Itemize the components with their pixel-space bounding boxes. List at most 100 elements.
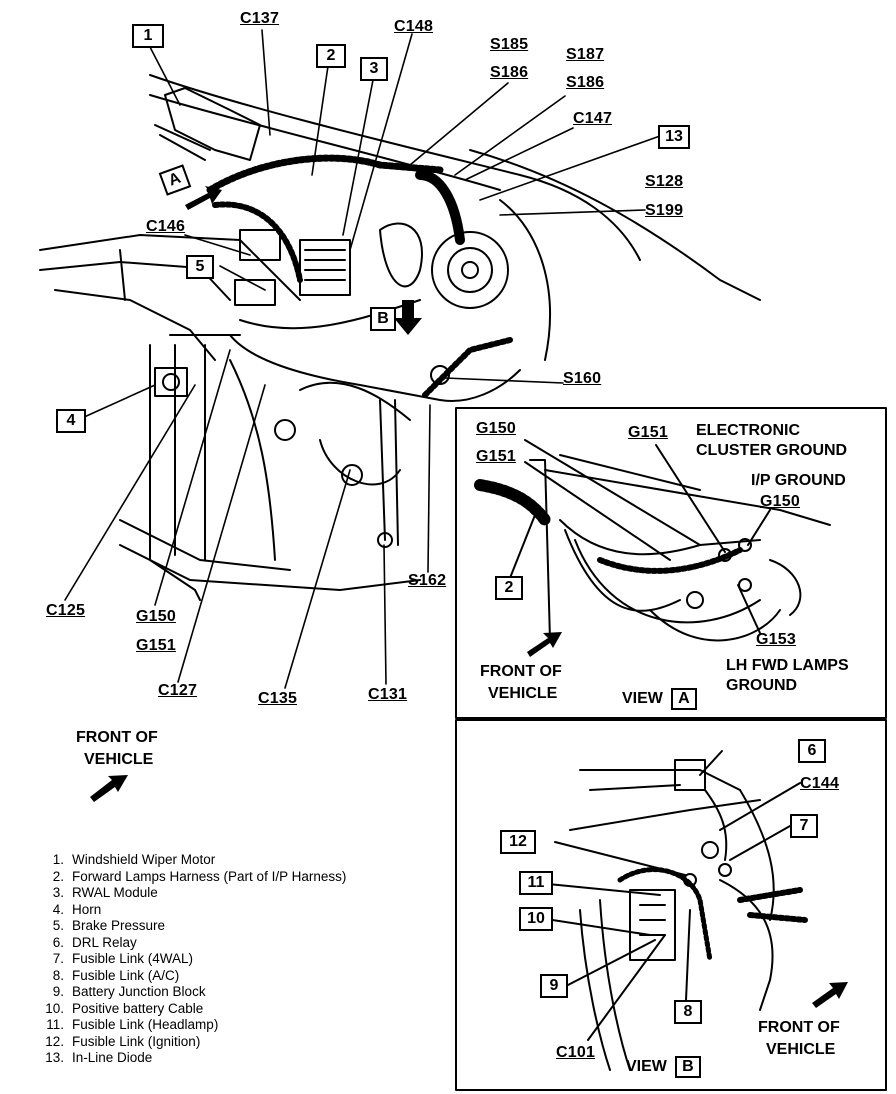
callout-1: 1 bbox=[132, 24, 164, 48]
view-a-label-g150-right: G150 bbox=[760, 493, 800, 510]
legend-number: 13. bbox=[45, 1050, 64, 1065]
label-c147: C147 bbox=[573, 110, 613, 127]
legend-item: 8. Fusible Link (A/C) bbox=[42, 968, 346, 985]
view-b-label-c101: C101 bbox=[556, 1044, 596, 1061]
legend-number: 6. bbox=[52, 934, 64, 950]
legend-text: Fusible Link (A/C) bbox=[72, 967, 180, 983]
view-b-callout-12: 12 bbox=[500, 830, 536, 854]
view-b-callout-9: 9 bbox=[540, 974, 568, 998]
legend-item: 6. DRL Relay bbox=[42, 935, 346, 952]
label-c135: C135 bbox=[258, 690, 298, 707]
legend-item: 9. Battery Junction Block bbox=[42, 984, 346, 1001]
view-b-callout-6: 6 bbox=[798, 739, 826, 763]
view-b-title: VIEW B bbox=[626, 1056, 701, 1078]
callout-5: 5 bbox=[186, 255, 214, 279]
label-c131: C131 bbox=[368, 686, 408, 703]
view-a-lh-fwd-line1: LH FWD LAMPS bbox=[726, 657, 849, 674]
view-a-title-text: VIEW bbox=[622, 690, 663, 707]
view-b-label-c144: C144 bbox=[800, 775, 840, 792]
view-b-callout-7: 7 bbox=[790, 814, 818, 838]
legend-number: 10. bbox=[45, 1000, 64, 1016]
view-b-arrow bbox=[812, 982, 848, 1008]
view-a-ip-ground: I/P GROUND bbox=[751, 472, 846, 489]
view-b-marker: B bbox=[370, 307, 396, 331]
view-a-label-g150: G150 bbox=[476, 420, 516, 437]
view-b-title-text: VIEW bbox=[626, 1058, 667, 1075]
legend-number: 3. bbox=[52, 885, 64, 900]
label-s162: S162 bbox=[408, 572, 447, 589]
legend-item: 2. Forward Lamps Harness (Part of I/P Har… bbox=[42, 868, 347, 886]
view-b-title-letter: B bbox=[674, 1056, 701, 1078]
view-a-electronic-line1: ELECTRONIC bbox=[696, 422, 800, 439]
legend-item: 4. Horn bbox=[42, 902, 346, 919]
legend-item: 1.Windshield Wiper Motor bbox=[42, 852, 346, 869]
callout-13: 13 bbox=[658, 125, 690, 149]
label-g151: G151 bbox=[136, 637, 176, 654]
callout-2: 2 bbox=[316, 44, 346, 68]
legend-text: Fusible Link (Headlamp) bbox=[72, 1017, 219, 1032]
view-b-front-of-line2: VEHICLE bbox=[766, 1041, 836, 1058]
legend-number: 9. bbox=[52, 984, 64, 999]
legend-item: 12.Fusible Link (Ignition) bbox=[42, 1034, 346, 1051]
main-drawing bbox=[39, 74, 761, 601]
legend-text: Fusible Link (4WAL) bbox=[72, 951, 194, 966]
legend-number: 7. bbox=[52, 951, 64, 966]
legend-number: 1. bbox=[52, 852, 64, 867]
legend-item: 11. Fusible Link (Headlamp) bbox=[42, 1017, 346, 1034]
legend-text: Brake Pressure bbox=[72, 918, 166, 933]
view-a-title-letter: A bbox=[670, 688, 697, 710]
legend-text: DRL Relay bbox=[72, 934, 137, 950]
view-a-electronic-line2: CLUSTER GROUND bbox=[696, 442, 848, 459]
label-s186-b: S186 bbox=[566, 74, 605, 91]
legend-number: 11. bbox=[46, 1017, 64, 1032]
callout-3: 3 bbox=[360, 57, 388, 81]
label-c146: C146 bbox=[146, 218, 186, 235]
legend-item: 5. Brake Pressure bbox=[42, 918, 346, 935]
view-b-panel bbox=[455, 719, 887, 1091]
view-a-callout-2: 2 bbox=[495, 576, 523, 600]
legend-number: 4. bbox=[52, 901, 64, 917]
legend-text: Horn bbox=[72, 901, 102, 917]
view-a-lh-fwd-line2: GROUND bbox=[726, 677, 798, 694]
legend-item: 7. Fusible Link (4WAL) bbox=[42, 951, 346, 968]
legend-text: Battery Junction Block bbox=[72, 984, 206, 999]
label-c127: C127 bbox=[158, 682, 198, 699]
main-front-of-vehicle-line1: FRONT OF bbox=[76, 729, 158, 746]
view-b-front-of-line1: FRONT OF bbox=[758, 1019, 840, 1036]
label-s186-a: S186 bbox=[490, 64, 529, 81]
legend-item: 13. In-Line Diode bbox=[42, 1050, 346, 1067]
legend-text: Fusible Link (Ignition) bbox=[72, 1033, 201, 1049]
view-b-callout-10: 10 bbox=[519, 907, 553, 931]
label-s199: S199 bbox=[645, 202, 684, 219]
view-a-front-of-line2: VEHICLE bbox=[488, 685, 558, 702]
legend: 1.Windshield Wiper Motor 2. Forward Lamps… bbox=[42, 852, 346, 1067]
legend-text: RWAL Module bbox=[72, 885, 158, 900]
legend-item: 3. RWAL Module bbox=[42, 885, 346, 902]
view-a-label-g151-top: G151 bbox=[628, 424, 668, 441]
label-c137: C137 bbox=[240, 10, 280, 27]
main-front-of-vehicle-line2: VEHICLE bbox=[84, 751, 154, 768]
label-s187: S187 bbox=[566, 46, 605, 63]
view-b-callout-11: 11 bbox=[519, 871, 553, 895]
view-a-title: VIEW A bbox=[622, 688, 697, 710]
view-a-front-of-line1: FRONT OF bbox=[480, 663, 562, 680]
legend-number: 2. bbox=[52, 868, 64, 884]
legend-text: In-Line Diode bbox=[72, 1050, 153, 1065]
view-a-label-g153: G153 bbox=[756, 631, 796, 648]
view-a-arrow bbox=[527, 632, 562, 657]
legend-text: Forward Lamps Harness (Part of I/P Harne… bbox=[72, 868, 347, 884]
label-s185: S185 bbox=[490, 36, 529, 53]
legend-item: 10. Positive battery Cable bbox=[42, 1001, 346, 1018]
view-a-label-g151-left: G151 bbox=[476, 448, 516, 465]
view-a-panel bbox=[455, 407, 887, 719]
legend-number: 5. bbox=[52, 918, 64, 933]
legend-number: 8. bbox=[52, 967, 64, 983]
label-s160: S160 bbox=[563, 370, 602, 387]
callout-4: 4 bbox=[56, 409, 86, 433]
legend-text: Positive battery Cable bbox=[72, 1000, 204, 1016]
view-arrows bbox=[90, 186, 422, 802]
label-s128: S128 bbox=[645, 173, 684, 190]
label-c148: C148 bbox=[394, 18, 434, 35]
